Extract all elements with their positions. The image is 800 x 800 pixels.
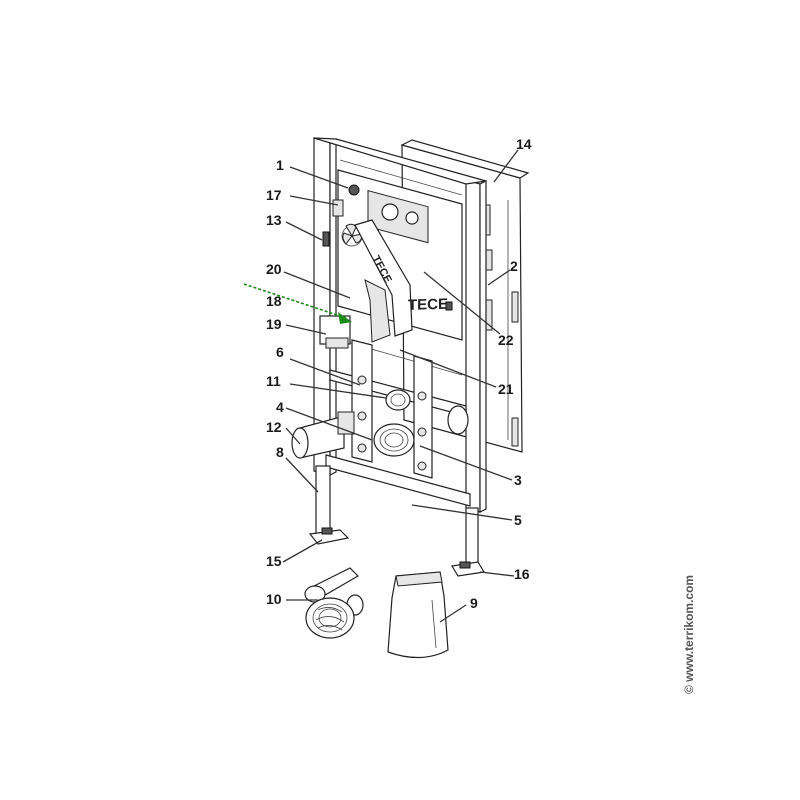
pipes (291, 389, 469, 459)
callout-14: 14 (516, 136, 532, 152)
highlight-arrow (243, 283, 352, 324)
callout-21: 21 (498, 381, 514, 397)
callout-19: 19 (266, 316, 282, 332)
toilet-bracket (351, 339, 433, 479)
callout-17: 17 (266, 187, 282, 203)
callout-labels: 1 17 13 20 18 19 6 11 4 12 8 15 10 9 16 … (266, 136, 532, 611)
cistern-brand-label: TECE (408, 296, 448, 314)
legs (308, 465, 485, 577)
callout-6: 6 (276, 344, 284, 360)
callout-3: 3 (514, 472, 522, 488)
callout-15: 15 (266, 553, 282, 569)
cistern: TECE TECE (337, 169, 463, 343)
protection-cover (387, 571, 449, 659)
callout-9: 9 (470, 595, 478, 611)
callout-1: 1 (276, 157, 284, 173)
callout-2: 2 (510, 258, 518, 274)
callout-12: 12 (266, 419, 282, 435)
callout-4: 4 (276, 399, 284, 415)
callout-10: 10 (266, 591, 282, 607)
callout-13: 13 (266, 212, 282, 228)
callout-8: 8 (276, 444, 284, 460)
callout-11: 11 (266, 373, 281, 389)
leader-lines (282, 149, 519, 623)
callout-5: 5 (514, 512, 522, 528)
callout-16: 16 (514, 566, 530, 582)
connection-set (304, 567, 364, 639)
callout-18: 18 (266, 293, 282, 309)
watermark: © www.terrikom.com (682, 575, 696, 694)
callout-22: 22 (498, 332, 514, 348)
callout-20: 20 (266, 261, 282, 277)
